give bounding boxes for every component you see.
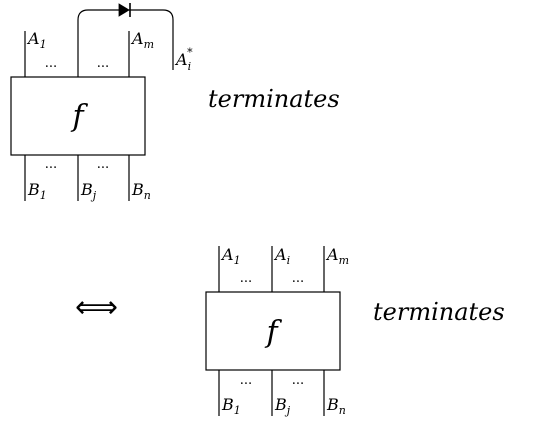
bottom-diagram: f A1 Ai Am ... ... ... ... B1 Bj	[205, 245, 505, 417]
top-function-label: f	[70, 99, 88, 134]
bottom-input-dots-right: ...	[292, 271, 304, 286]
top-output-label-ai-star: Ai*	[174, 46, 193, 73]
bottom-output-label-b1: B1	[221, 395, 241, 417]
equivalence-symbol: ⟺	[75, 290, 118, 325]
top-input-dots-right: ...	[97, 56, 109, 71]
bottom-input-dots-left: ...	[240, 271, 252, 286]
top-output-label-bj: Bj	[80, 180, 97, 202]
top-output-dots-right: ...	[97, 157, 109, 172]
bottom-input-label-a1: A1	[220, 245, 241, 267]
top-input-label-am: Am	[130, 29, 154, 51]
bottom-output-dots-right: ...	[292, 373, 304, 388]
top-input-label-a1: A1	[26, 29, 47, 51]
bottom-output-dots-left: ...	[240, 373, 252, 388]
top-output-label-bn: Bn	[131, 180, 151, 202]
bottom-terminates-text: terminates	[373, 298, 505, 326]
bottom-input-label-ai: Ai	[273, 245, 290, 267]
bottom-function-label: f	[264, 315, 282, 350]
top-diagram: f A1 Am Ai* ... ... ... ... B1	[10, 3, 340, 202]
bottom-function-box	[205, 291, 341, 371]
bottom-output-label-bn: Bn	[326, 395, 346, 417]
top-feedback-wire	[77, 9, 174, 70]
top-terminates-text: terminates	[208, 85, 340, 113]
top-input-dots-left: ...	[45, 56, 57, 71]
bottom-input-label-am: Am	[325, 245, 349, 267]
top-feedback-arrow-icon	[118, 3, 130, 17]
top-output-dots-left: ...	[45, 157, 57, 172]
bottom-output-label-bj: Bj	[274, 395, 291, 417]
top-output-label-b1: B1	[27, 180, 47, 202]
